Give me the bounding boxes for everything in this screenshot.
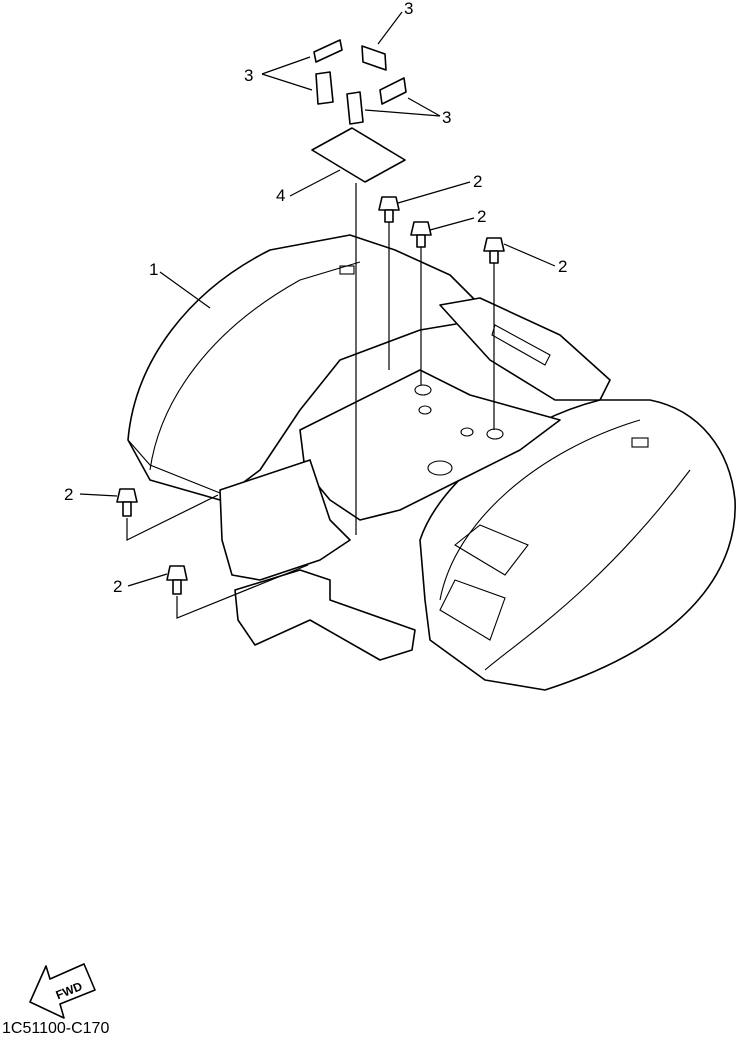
part-2-bolts	[116, 196, 505, 595]
callout-4: 4	[276, 186, 285, 205]
part-1-rear-fender	[127, 234, 736, 691]
fwd-arrow-icon: FWD	[29, 963, 96, 1019]
part-3-pads	[313, 39, 407, 125]
callout-1: 1	[149, 260, 158, 279]
drawing-id: 1C51100-C170	[2, 1020, 109, 1037]
callout-2: 2	[477, 207, 486, 226]
bolt-icon	[166, 565, 188, 595]
bolt-icon	[378, 196, 400, 223]
part-4-plate	[311, 127, 406, 183]
callout-2: 2	[64, 485, 73, 504]
callout-3: 3	[404, 0, 413, 18]
callout-2: 2	[113, 577, 122, 596]
callout-leaders	[79, 11, 556, 587]
assembly-lines	[126, 183, 495, 619]
callout-3: 3	[442, 108, 451, 127]
callout-labels: 3 3 3 4 2 2 2 1 2 2	[64, 0, 567, 596]
callout-3: 3	[244, 66, 253, 85]
bolt-icon	[483, 237, 505, 264]
bolt-icon	[116, 488, 138, 517]
callout-2: 2	[558, 257, 567, 276]
bolt-icon	[410, 221, 432, 248]
callout-2: 2	[473, 172, 482, 191]
